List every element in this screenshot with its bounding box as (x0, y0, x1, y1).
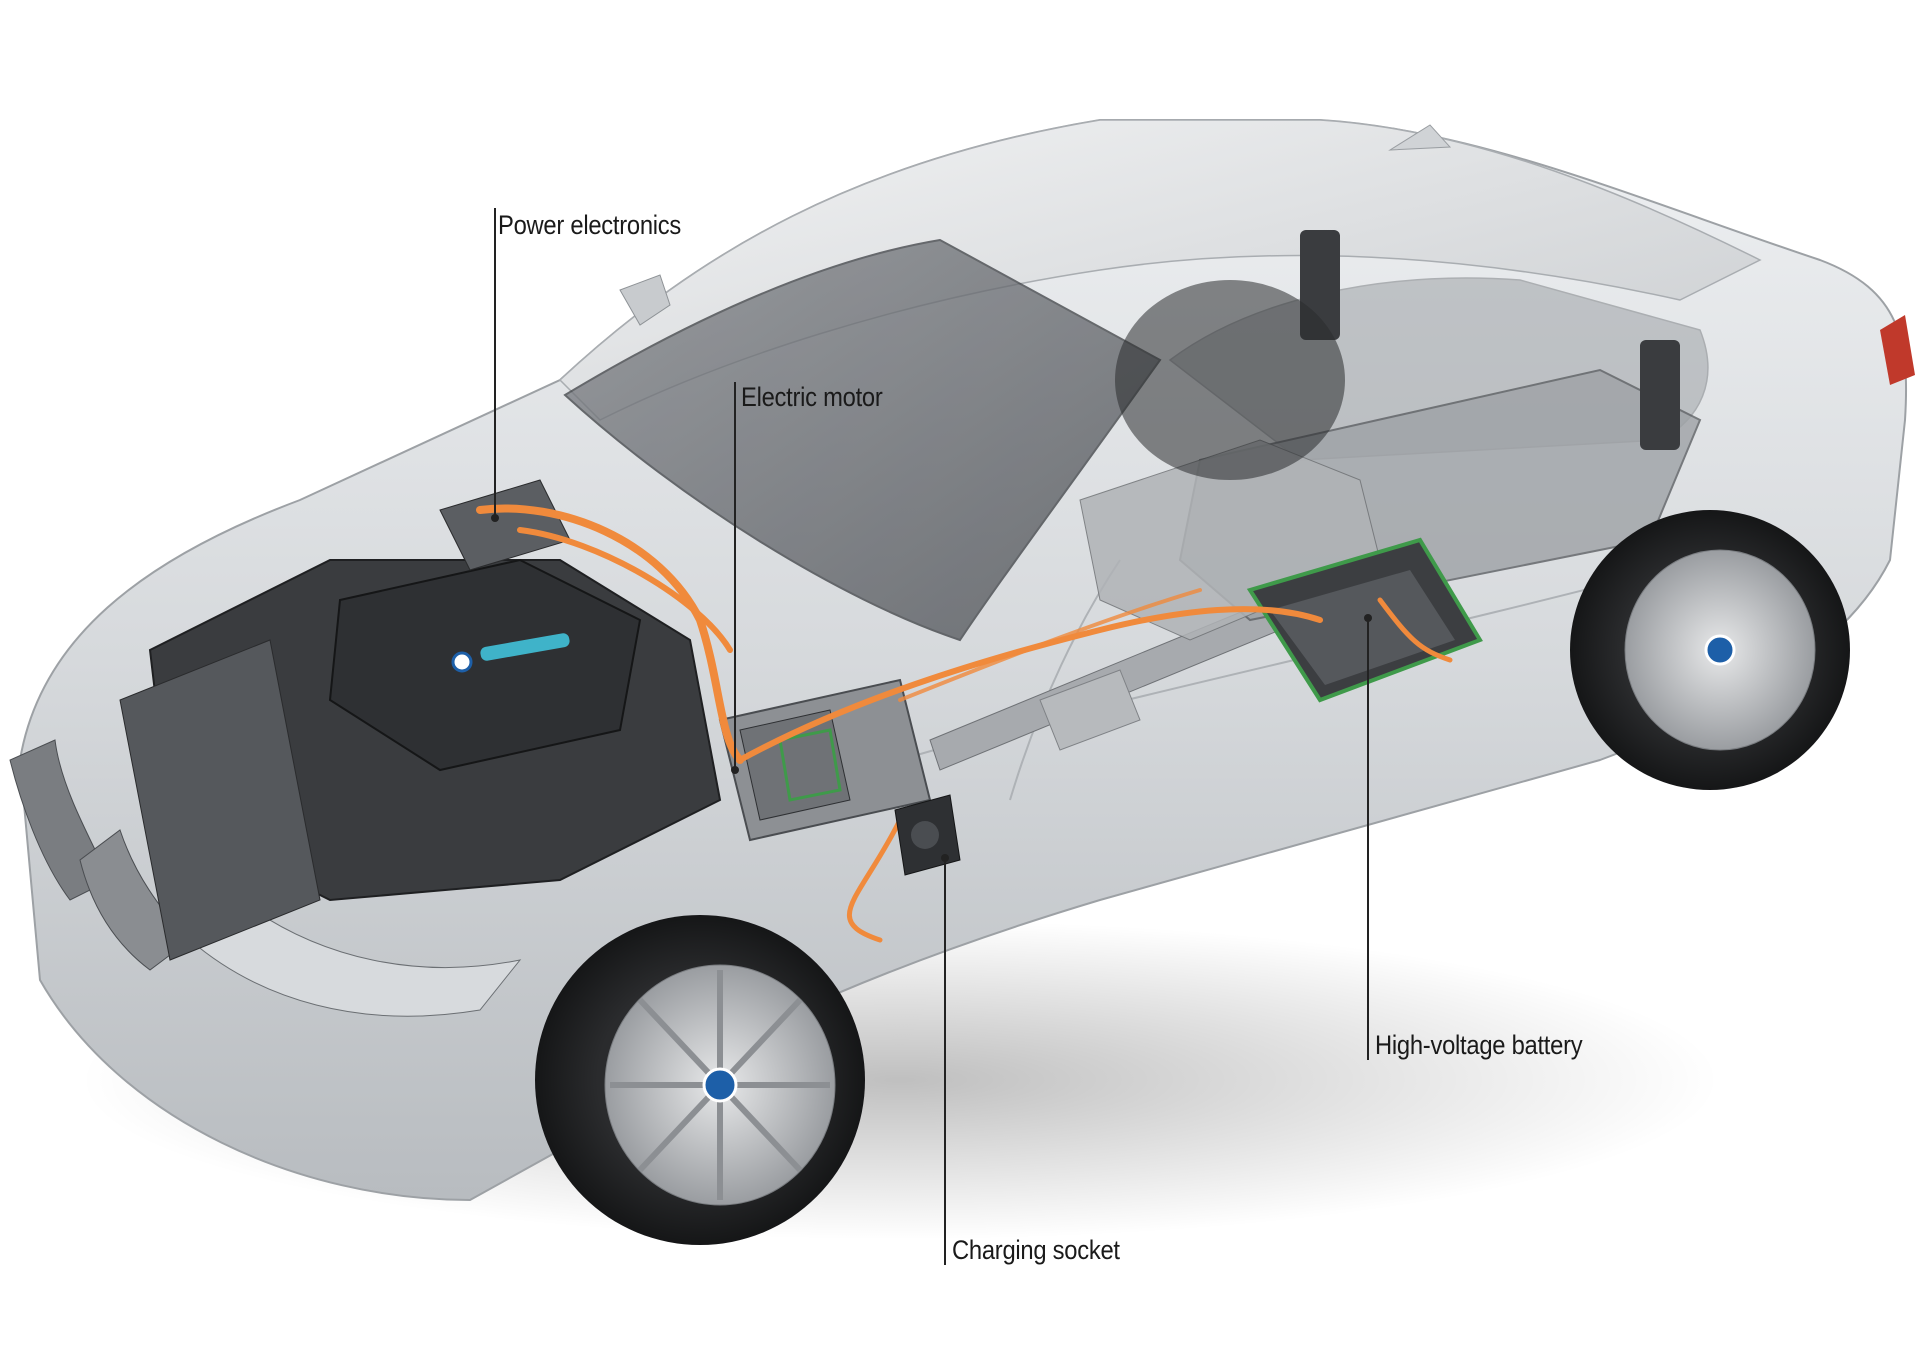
front-fascia (9, 739, 522, 1017)
callout-anchor-dots (491, 514, 1372, 862)
callout-label-charging-socket: Charging socket (952, 1235, 1120, 1265)
high-voltage-cabling (476, 504, 1453, 943)
callout-label-power-electronics: Power electronics (498, 210, 682, 240)
rear-wheel (1570, 510, 1850, 790)
callout-label-electric-motor: Electric motor (741, 382, 883, 412)
drivetrain (718, 599, 1281, 842)
rear-wheel-far (1115, 280, 1345, 480)
engine-compartment (119, 479, 722, 961)
callout-label-high-voltage-battery: High-voltage battery (1375, 1030, 1583, 1060)
front-wheel (535, 915, 865, 1245)
car-body (18, 119, 1915, 1202)
callout-leader-lines (494, 208, 1369, 1265)
charging-socket-component (894, 794, 961, 876)
